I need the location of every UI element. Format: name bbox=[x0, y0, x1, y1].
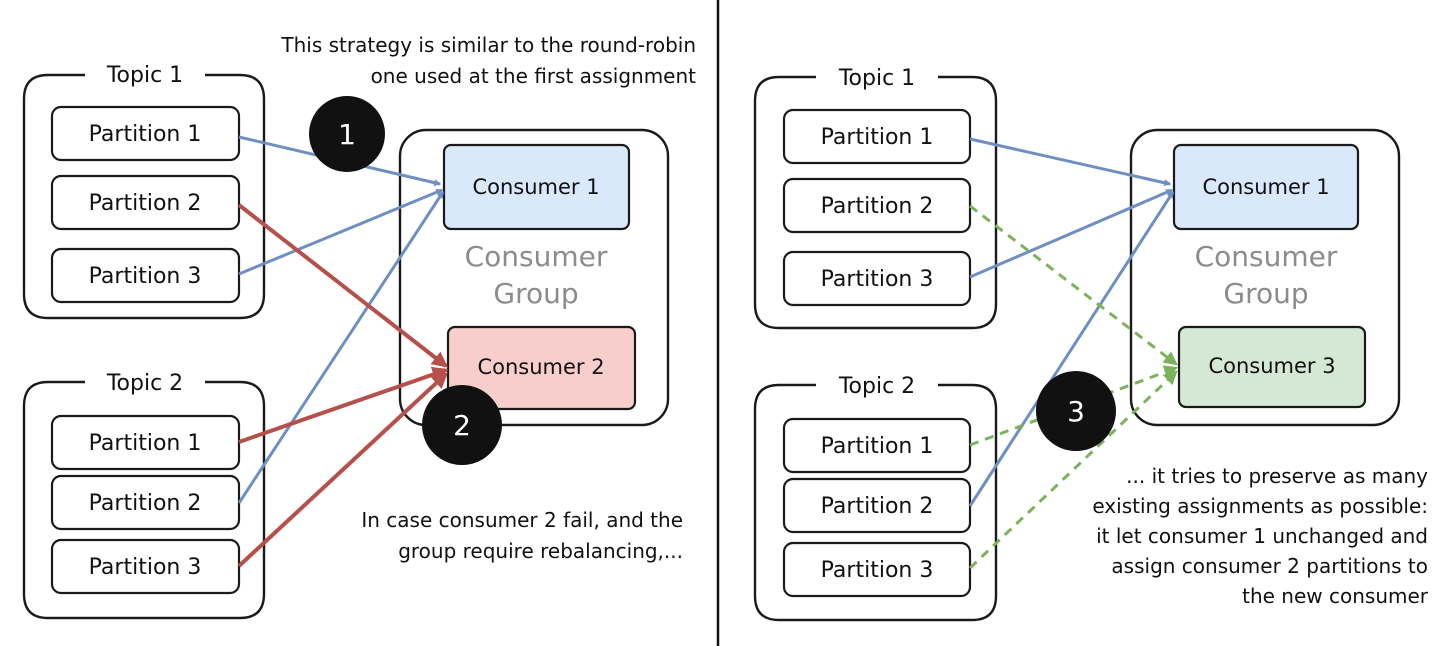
left-t1-partition2-label: Partition 2 bbox=[89, 191, 202, 216]
right-group-label-line1: Consumer bbox=[1195, 240, 1338, 273]
left-topic2-frame bbox=[22, 380, 266, 620]
left-t2-partition1-label: Partition 1 bbox=[89, 431, 202, 456]
right-t2-partition2-label: Partition 2 bbox=[821, 494, 934, 519]
left-consumer1-label: Consumer 1 bbox=[472, 175, 599, 199]
left-group-label-line1: Consumer bbox=[465, 240, 608, 273]
left-badge-2 bbox=[422, 385, 502, 465]
left-badge-2-label: 2 bbox=[453, 409, 471, 442]
left-consumer1-box bbox=[442, 143, 631, 231]
right-arrow-t1p2-to-consumer3 bbox=[969, 204, 1178, 366]
right-arrow-t2p1-to-consumer3 bbox=[969, 365, 1179, 447]
right-t1-partition3-label: Partition 3 bbox=[821, 267, 934, 292]
left-arrow-t2p3-to-consumer2 bbox=[237, 372, 448, 568]
right-t2-partition3-box bbox=[782, 541, 972, 598]
right-consumer3-label: Consumer 3 bbox=[1208, 354, 1335, 378]
left-arrow-t1p3-to-consumer1 bbox=[238, 188, 444, 276]
right-note-line4: assign consumer 2 partitions to bbox=[1111, 554, 1428, 578]
right-topic1-container: Topic 1 Partition 1 Partition 2 Partitio… bbox=[753, 66, 998, 330]
left-badge-1-label: 1 bbox=[338, 118, 356, 151]
left-t1-partition1-box bbox=[50, 105, 241, 162]
left-consumer-group-frame bbox=[398, 128, 670, 427]
left-t2-partition2-label: Partition 2 bbox=[89, 491, 202, 516]
left-note-top-line1: This strategy is similar to the round-ro… bbox=[280, 33, 696, 57]
right-consumer3-box bbox=[1177, 325, 1367, 409]
right-group-label-line2: Group bbox=[1223, 277, 1308, 310]
left-t2-partition3-label: Partition 3 bbox=[89, 555, 202, 580]
right-t2-partition1-box bbox=[782, 417, 972, 474]
left-topic2-title: Topic 2 bbox=[106, 371, 183, 396]
right-consumer1-box bbox=[1172, 143, 1360, 231]
left-t2-partition1-box bbox=[50, 414, 241, 471]
right-note-line3: it let consumer 1 unchanged and bbox=[1096, 524, 1428, 548]
left-topic1-title: Topic 1 bbox=[106, 63, 183, 88]
left-arrow-t2p1-to-consumer2 bbox=[238, 366, 449, 444]
right-topic1-frame bbox=[753, 75, 998, 330]
left-topic2-container: Topic 2 Partition 1 Partition 2 Partitio… bbox=[22, 371, 266, 620]
right-t1-partition1-label: Partition 1 bbox=[821, 125, 934, 150]
left-t1-partition1-label: Partition 1 bbox=[89, 122, 202, 147]
right-topic1-title: Topic 1 bbox=[838, 66, 915, 91]
right-topic2-container: Topic 2 Partition 1 Partition 2 Partitio… bbox=[753, 374, 998, 622]
left-t2-partition3-box bbox=[50, 538, 241, 595]
left-consumer-group: Consumer 1 Consumer Group Consumer 2 bbox=[398, 128, 670, 427]
right-arrow-t1p3-to-consumer1 bbox=[969, 188, 1174, 279]
left-note-top-line2: one used at the first assignment bbox=[371, 64, 697, 88]
left-t1-partition3-box bbox=[50, 247, 241, 304]
left-arrow-t1p2-to-consumer2 bbox=[237, 203, 449, 368]
right-topic2-frame bbox=[753, 383, 998, 622]
right-badge-3 bbox=[1036, 371, 1116, 451]
right-arrow-t1p1-to-consumer1 bbox=[969, 137, 1172, 187]
right-t2-partition3-label: Partition 3 bbox=[821, 558, 934, 583]
right-note-line2: existing assignments as possible: bbox=[1092, 494, 1428, 518]
right-consumer-group: Consumer 1 Consumer Group Consumer 3 bbox=[1129, 128, 1401, 427]
right-t1-partition2-label: Partition 2 bbox=[821, 194, 934, 219]
right-t1-partition2-box bbox=[782, 177, 972, 234]
left-consumer2-label: Consumer 2 bbox=[477, 355, 604, 379]
left-note-bottom-line1: In case consumer 2 fail, and the bbox=[361, 508, 683, 532]
left-topic1-container: Topic 1 Partition 1 Partition 2 Partitio… bbox=[22, 63, 266, 320]
right-t2-partition1-label: Partition 1 bbox=[821, 434, 934, 459]
left-panel: Topic 1 Partition 1 Partition 2 Partitio… bbox=[22, 33, 697, 620]
right-topic2-title: Topic 2 bbox=[838, 374, 915, 399]
left-badge-1 bbox=[309, 96, 385, 172]
left-topic1-frame bbox=[22, 73, 266, 320]
left-arrow-t2p2-to-consumer1 bbox=[237, 191, 445, 504]
right-consumer-group-frame bbox=[1129, 128, 1401, 427]
left-t1-partition2-box bbox=[50, 174, 241, 231]
left-note-bottom-line2: group require rebalancing,... bbox=[398, 539, 683, 563]
right-consumer1-label: Consumer 1 bbox=[1202, 175, 1329, 199]
right-t1-partition1-box bbox=[782, 108, 972, 165]
left-t1-partition3-label: Partition 3 bbox=[89, 264, 202, 289]
right-panel: Topic 1 Partition 1 Partition 2 Partitio… bbox=[753, 66, 1429, 622]
left-group-label-line2: Group bbox=[493, 277, 578, 310]
right-arrow-t2p2-to-consumer1 bbox=[968, 191, 1175, 507]
right-note-line1: ... it tries to preserve as many bbox=[1126, 464, 1428, 488]
right-note-line5: the new consumer bbox=[1242, 584, 1429, 608]
right-badge-3-label: 3 bbox=[1067, 395, 1085, 428]
right-t1-partition3-box bbox=[782, 250, 972, 307]
